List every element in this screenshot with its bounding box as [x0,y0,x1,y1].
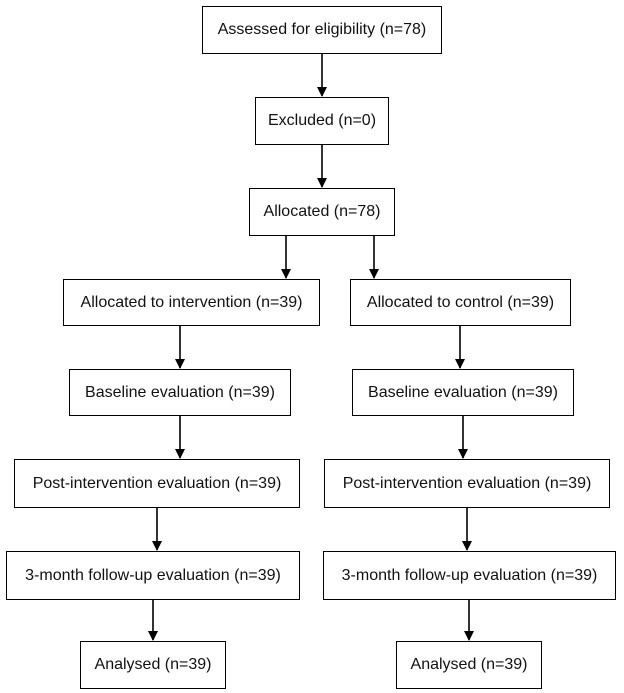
excluded-box: Excluded (n=0) [255,97,389,145]
intervention-allocated-box: Allocated to intervention (n=39) [63,279,320,326]
control-followup-box: 3-month follow-up evaluation (n=39) [323,551,616,600]
control-post-box: Post-intervention evaluation (n=39) [324,459,610,508]
intervention-analysed-box: Analysed (n=39) [80,641,226,689]
assessed-box: Assessed for eligibility (n=78) [202,6,442,54]
intervention-followup-box: 3-month follow-up evaluation (n=39) [6,551,300,600]
intervention-post-box: Post-intervention evaluation (n=39) [14,459,300,508]
control-baseline-box: Baseline evaluation (n=39) [352,369,574,416]
allocated-box: Allocated (n=78) [249,188,395,236]
control-allocated-box: Allocated to control (n=39) [350,279,571,326]
intervention-baseline-box: Baseline evaluation (n=39) [69,369,291,416]
control-analysed-box: Analysed (n=39) [396,641,542,689]
